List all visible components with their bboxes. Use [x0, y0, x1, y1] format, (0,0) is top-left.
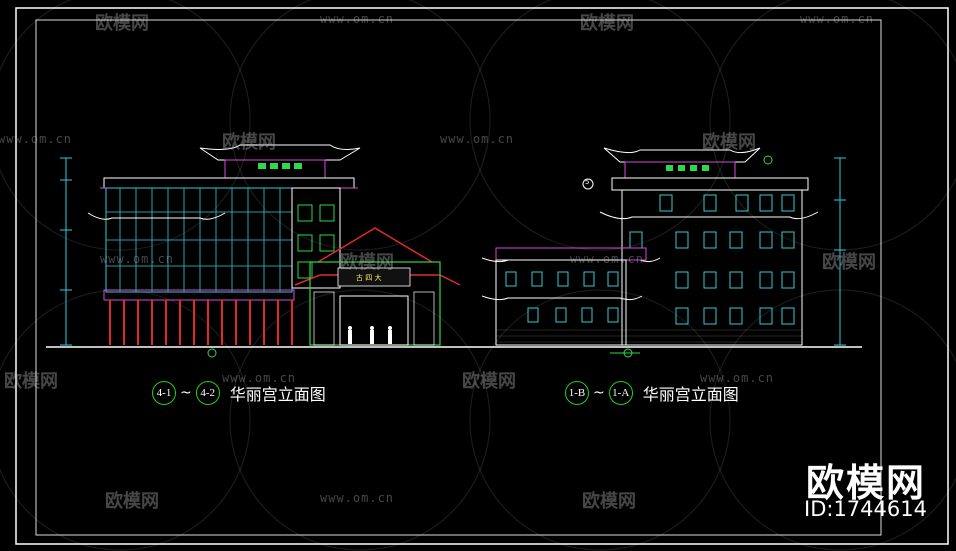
watermark-url: www.om.cn	[320, 491, 395, 505]
axis-separator: ~	[593, 385, 605, 401]
callout-marker: 5	[585, 178, 590, 186]
watermark-brand: 欧模网	[340, 252, 394, 273]
right-elevation-caption: 1-B ~ 1-A 华丽宫立面图	[565, 381, 739, 405]
watermark-url: www.om.cn	[100, 252, 175, 266]
watermark-url: www.om.cn	[0, 132, 73, 146]
watermark-url: www.om.cn	[570, 252, 645, 266]
outer-frame	[15, 7, 949, 545]
watermark-brand: 欧模网	[4, 371, 58, 392]
gate-sign: 古 四 大	[356, 274, 382, 282]
left-elevation-caption: 4-1 ~ 4-2 华丽宫立面图	[152, 381, 326, 405]
watermark-url: www.om.cn	[320, 12, 395, 26]
brand-logo-text: 欧模网	[806, 461, 927, 505]
elevation-title: 华丽宫立面图	[642, 385, 739, 404]
axis-label-end: 4-2	[195, 381, 220, 405]
elevation-title: 华丽宫立面图	[229, 385, 326, 404]
inner-frame	[35, 19, 882, 536]
left-elevation	[60, 144, 461, 358]
right-elevation	[481, 147, 846, 358]
watermark-url: www.om.cn	[700, 371, 775, 385]
model-id: ID:1744614	[804, 497, 927, 521]
watermark-brand: 欧模网	[580, 13, 634, 34]
watermark-url: www.om.cn	[440, 132, 515, 146]
watermark-brand: 欧模网	[582, 491, 636, 512]
watermark-brand: 欧模网	[105, 491, 159, 512]
axis-label-end: 1-A	[608, 381, 633, 405]
watermark-brand: 欧模网	[462, 371, 516, 392]
watermark-url: www.om.cn	[800, 12, 875, 26]
watermark-brand: 欧模网	[95, 13, 149, 34]
watermark-brand: 欧模网	[822, 252, 876, 273]
watermark-brand: 欧模网	[702, 132, 756, 153]
axis-separator: ~	[180, 385, 192, 401]
watermark-brand: 欧模网	[222, 132, 276, 153]
axis-label-start: 1-B	[565, 381, 589, 405]
watermark-url: www.om.cn	[222, 371, 297, 385]
axis-label-start: 4-1	[152, 381, 176, 405]
